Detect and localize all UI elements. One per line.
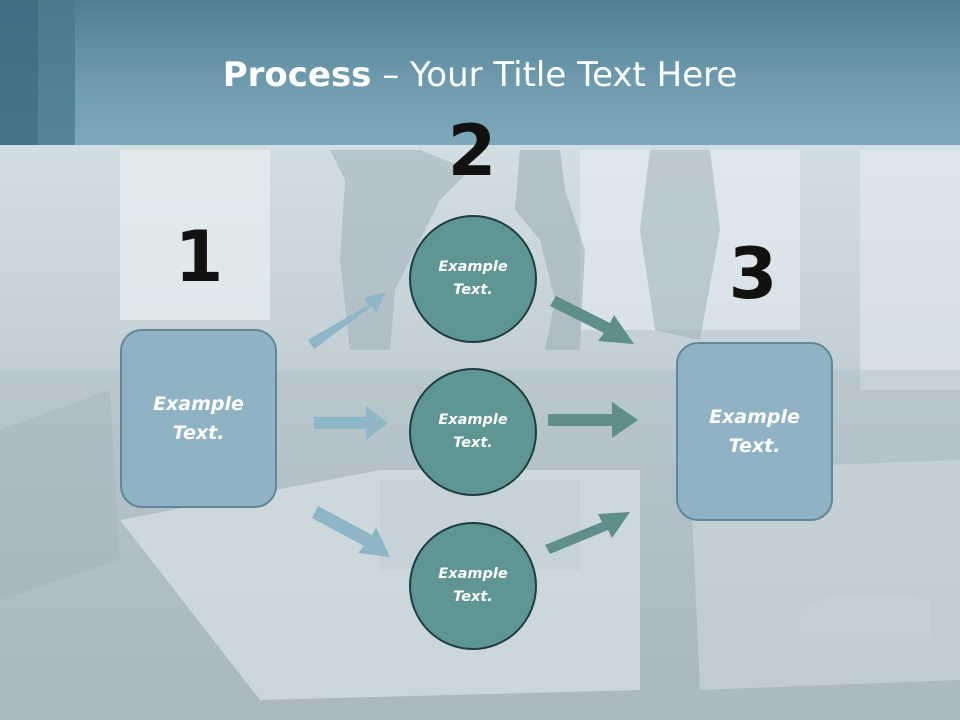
arrow-from-circle-2 — [548, 402, 638, 438]
circle-1[interactable]: Example Text. — [409, 215, 537, 343]
circle-2[interactable]: Example Text. — [409, 368, 537, 496]
circle-1-text: Example Text. — [438, 259, 508, 298]
step-1-text: Example Text. — [153, 392, 244, 444]
step-number-1: 1 — [174, 216, 224, 298]
step-3-text: Example Text. — [709, 405, 800, 457]
slide-title[interactable]: Process – Your Title Text Here — [0, 52, 960, 98]
arrow-to-circle-3 — [312, 506, 390, 557]
step-number-3: 3 — [728, 233, 778, 315]
accent-strip — [0, 0, 38, 145]
step-number-2: 2 — [447, 110, 497, 192]
title-band — [0, 0, 960, 145]
title-rest: – Your Title Text Here — [371, 55, 738, 95]
title-bold: Process — [222, 55, 372, 95]
arrow-from-circle-1 — [550, 296, 634, 344]
arrow-to-circle-2 — [314, 406, 388, 440]
step-3-box[interactable]: Example Text. — [676, 342, 833, 521]
arrow-from-circle-3 — [545, 512, 630, 554]
arrow-to-circle-1 — [308, 292, 386, 349]
accent-strip — [38, 0, 75, 145]
circle-3-text: Example Text. — [438, 566, 508, 605]
circle-3[interactable]: Example Text. — [409, 522, 537, 650]
step-1-box[interactable]: Example Text. — [120, 329, 277, 508]
circle-2-text: Example Text. — [438, 412, 508, 451]
